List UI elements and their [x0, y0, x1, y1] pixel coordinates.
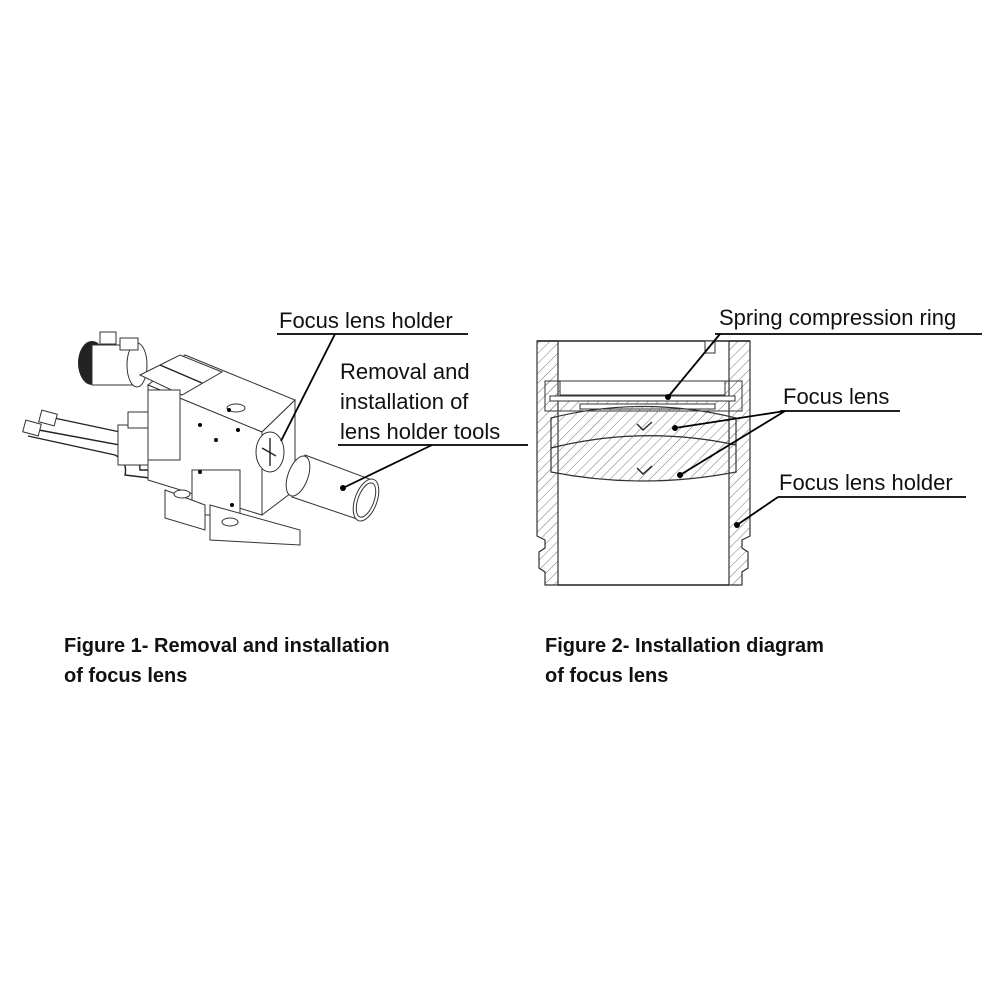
figure2-caption-line2: of focus lens	[545, 665, 668, 687]
label-focus-lens: Focus lens	[783, 384, 889, 409]
callout-focus-lens-holder-fig1: Focus lens holder	[277, 308, 468, 442]
callout-focus-lens-holder-fig2: Focus lens holder	[734, 470, 966, 528]
label-tools-line1: Removal and	[340, 359, 470, 384]
label-focus-lens-holder: Focus lens holder	[279, 308, 453, 333]
label-spring-compression-ring: Spring compression ring	[719, 305, 956, 330]
focus-lens-cross-section	[536, 340, 751, 586]
figure1-caption-line2: of focus lens	[64, 665, 187, 687]
lens-holder-tool	[285, 454, 380, 522]
callout-focus-lens: Focus lens	[672, 384, 900, 478]
laser-head-drawing	[22, 331, 380, 546]
callout-spring-compression-ring: Spring compression ring	[665, 305, 982, 400]
label-tools-line3: lens holder tools	[340, 419, 500, 444]
label-focus-lens-holder-fig2: Focus lens holder	[779, 470, 953, 495]
figure2-caption-line1: Figure 2- Installation diagram	[545, 635, 824, 657]
label-tools-line2: installation of	[340, 389, 469, 414]
figure1-caption-line1: Figure 1- Removal and installation	[64, 635, 390, 657]
callout-lens-holder-tools: Removal and installation of lens holder …	[338, 359, 520, 491]
